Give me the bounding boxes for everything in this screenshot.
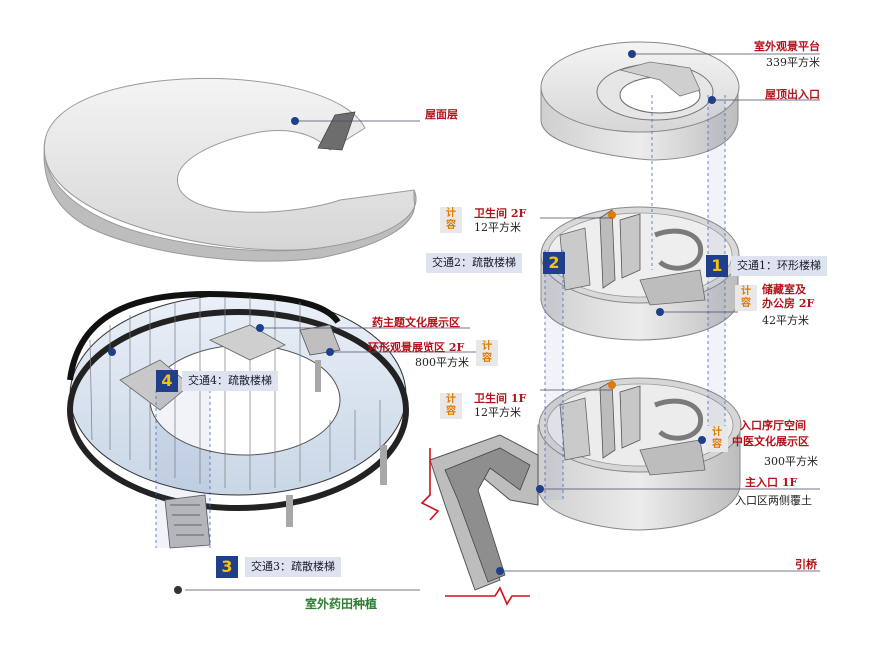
label-wc-2f-area: 12平方米: [474, 221, 521, 234]
note-entry: 计容: [706, 426, 728, 452]
label-roof-exit: 屋顶出入口: [765, 88, 820, 101]
guide-band-4: [156, 390, 210, 548]
label-office: 办公房 2F: [762, 297, 815, 310]
label-wc-1f: 卫生间 1F: [474, 392, 527, 405]
note-storage: 计容: [735, 285, 757, 311]
tag-circ3: 交通3：疏散楼梯: [245, 557, 341, 577]
label-herb-field: 室外药田种植: [305, 597, 378, 611]
alignment-guides: [155, 95, 726, 548]
badge-1: 1: [706, 255, 728, 277]
note-wc-2f: 计容: [440, 207, 462, 233]
note-wc-1f: 计容: [440, 393, 462, 419]
entry-bridge: [429, 434, 539, 591]
label-ring-gallery-area: 800平方米: [415, 356, 469, 369]
tag-circ1: 交通1：环形楼梯: [731, 256, 827, 276]
guide-band-2: [545, 250, 563, 500]
label-outdoor-platform: 室外观景平台: [754, 40, 820, 53]
label-ring-gallery: 环形观景展览区 2F: [368, 341, 465, 354]
label-outdoor-platform-area: 339平方米: [766, 56, 820, 69]
break-lines: [420, 448, 530, 606]
label-wc-1f-area: 12平方米: [474, 406, 521, 419]
ground-floor-cylinder: [537, 377, 742, 531]
label-main-entrance: 主入口 1F: [745, 476, 798, 489]
ring-gallery: [67, 290, 409, 549]
tag-circ4: 交通4：疏散楼梯: [182, 371, 278, 391]
rooftop-cylinder: [540, 41, 740, 161]
callout-dots: [108, 50, 716, 575]
note-ring-gallery: 计容: [476, 340, 498, 366]
roof-slab: [43, 77, 417, 262]
badge-2: 2: [543, 252, 565, 274]
label-storage-area: 42平方米: [762, 314, 809, 327]
badge-4: 4: [156, 370, 178, 392]
label-tcm-hall: 中医文化展示区: [732, 435, 809, 448]
label-theme-hall: 药主题文化展示区: [372, 316, 460, 329]
herb-field-dot: [174, 586, 182, 594]
label-storage: 储藏室及: [762, 283, 806, 296]
label-bridge: 引桥: [795, 558, 817, 571]
label-berm: 入口区两侧覆土: [735, 494, 812, 507]
second-floor-cylinder: [540, 206, 740, 341]
tag-circ2: 交通2：疏散楼梯: [426, 253, 522, 273]
badge-3: 3: [216, 556, 238, 578]
label-entry-area: 300平方米: [764, 455, 818, 468]
label-wc-2f: 卫生间 2F: [474, 207, 527, 220]
label-entry-hall: 入口序厅空间: [740, 419, 806, 432]
label-roof-layer: 屋面层: [425, 108, 458, 121]
